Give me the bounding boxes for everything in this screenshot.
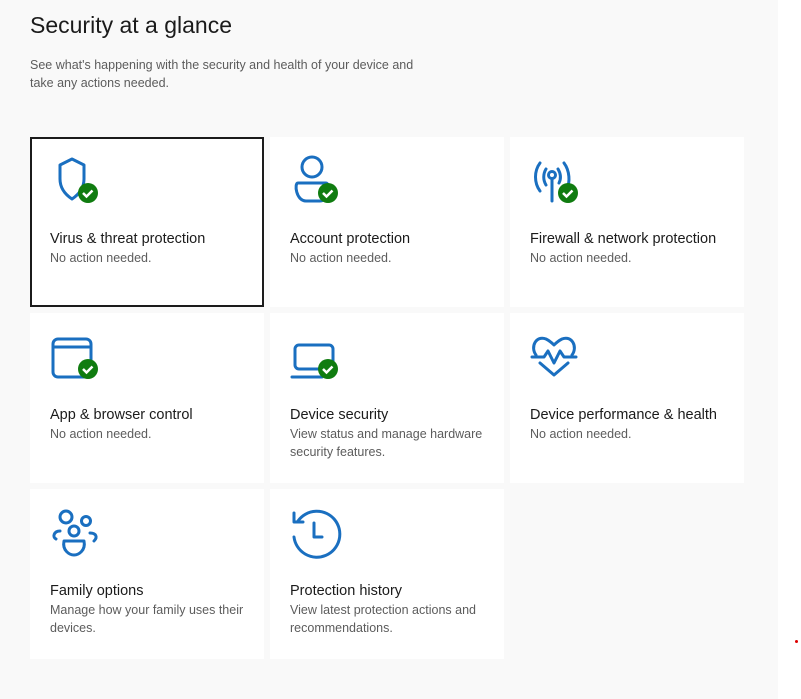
card-status: No action needed. [290,251,392,265]
card-status: No action needed. [50,427,152,441]
page-subtitle: See what's happening with the security a… [30,58,414,90]
card-title: Device performance & health [530,407,717,423]
person-icon [294,155,338,203]
card-status: No action needed. [530,427,632,441]
card-title: Firewall & network protection [530,231,717,247]
card-status: No action needed. [530,251,632,265]
card-device-performance-health[interactable]: Device performance & health No action nee… [510,313,744,483]
card-app-browser-control[interactable]: App & browser control No action needed. [30,313,264,483]
card-title: Account protection [290,231,411,247]
card-title: App & browser control [50,407,193,423]
card-status: View status and manage hardware security… [290,427,483,459]
check-badge-icon [318,359,338,379]
shield-icon [58,157,98,203]
browser-window-icon [51,337,98,379]
card-firewall-network-protection[interactable]: Firewall & network protection No action n… [510,137,744,307]
card-title: Protection history [290,583,403,599]
page-title: Security at a glance [30,12,233,38]
marker-dot [795,640,798,643]
card-account-protection[interactable]: Account protection No action needed. [270,137,504,307]
security-at-a-glance-page: Security at a glance See what's happenin… [30,12,744,659]
heart-pulse-icon [530,336,578,377]
laptop-icon [290,343,338,379]
family-icon [52,509,98,557]
card-virus-threat-protection[interactable]: Virus & threat protection No action neede… [30,137,264,307]
card-title: Device security [290,407,389,423]
history-icon [292,509,342,559]
check-badge-icon [78,359,98,379]
card-title: Virus & threat protection [50,231,206,247]
check-badge-icon [558,183,578,203]
card-status: Manage how your family uses their device… [50,603,244,635]
check-badge-icon [318,183,338,203]
check-badge-icon [78,183,98,203]
card-title: Family options [50,583,144,599]
card-status: View latest protection actions and recom… [290,603,476,635]
antenna-icon [534,161,578,203]
card-status: No action needed. [50,251,152,265]
